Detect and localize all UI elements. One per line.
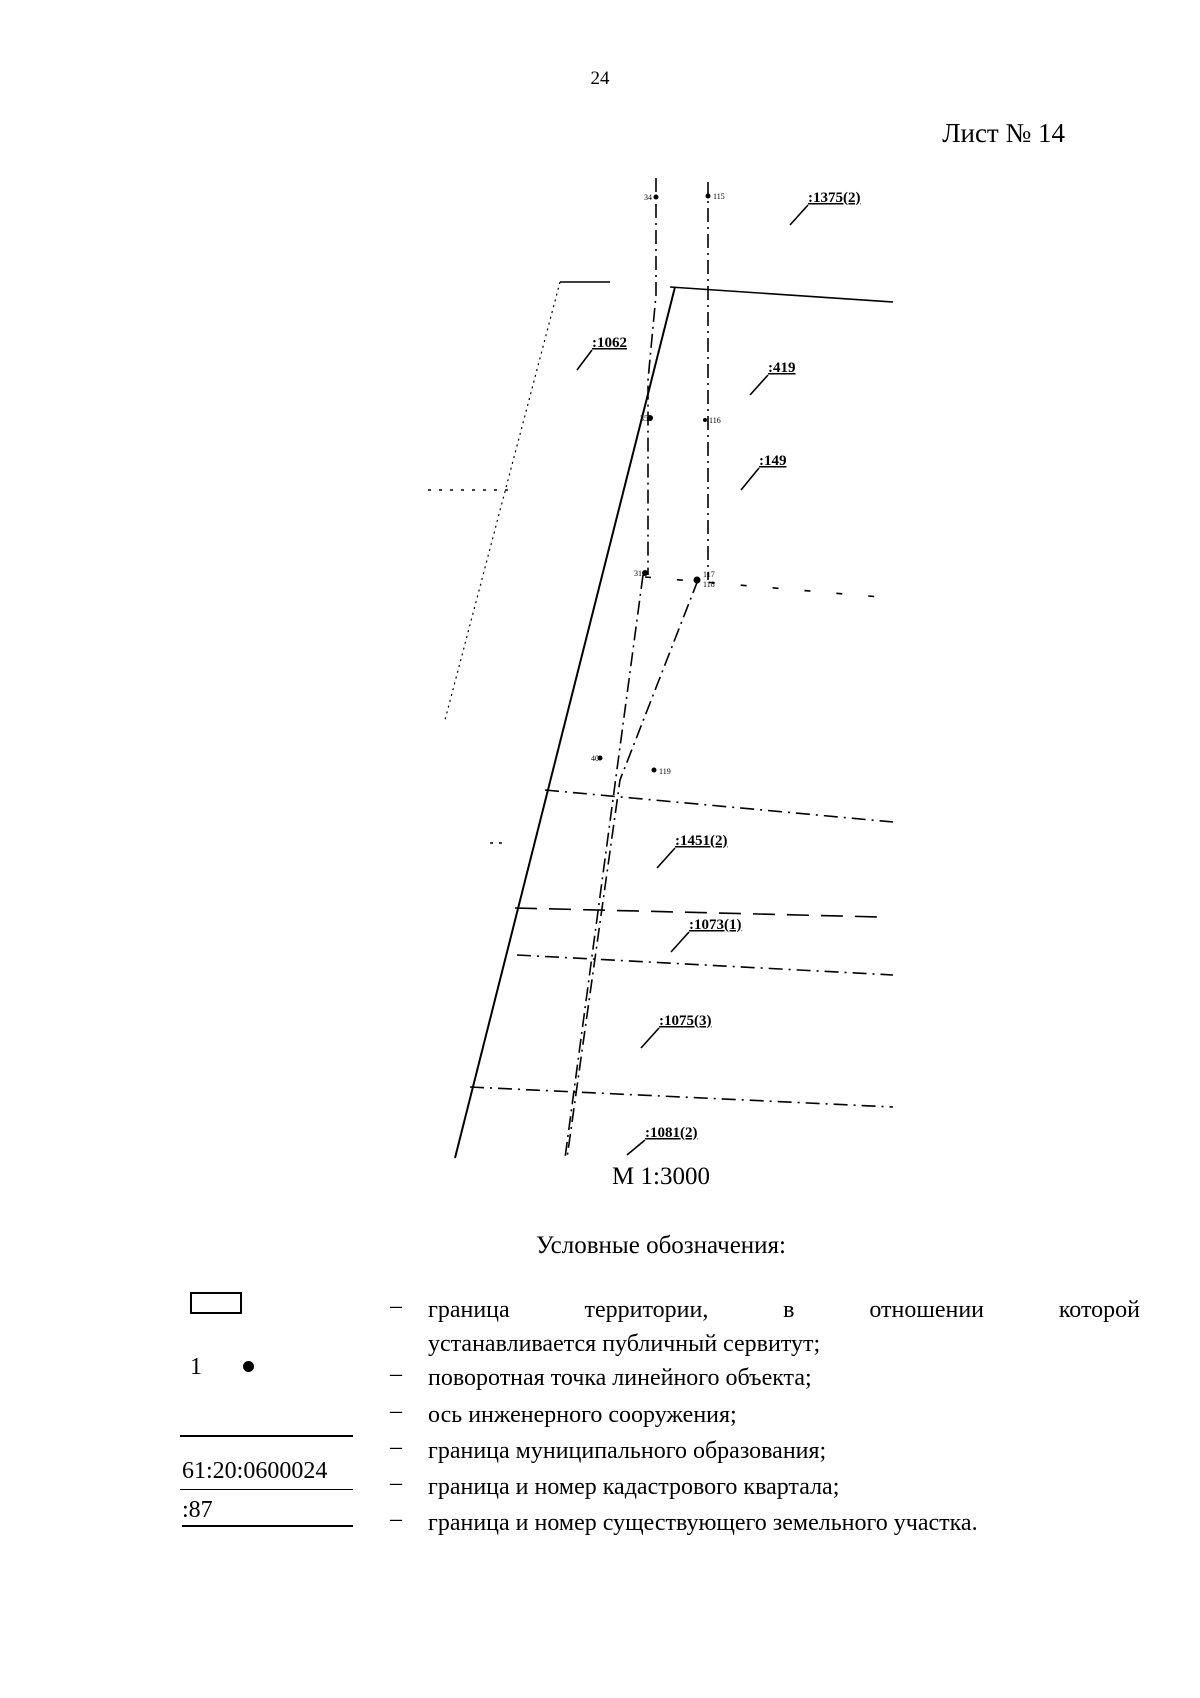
legend-point-number: 1 xyxy=(190,1354,202,1380)
legend-text-parcel: граница и номер существующего земельного… xyxy=(428,1510,978,1536)
quarter-line-2 xyxy=(544,789,894,823)
legend-dash: – xyxy=(390,1470,402,1496)
turn-point-31 xyxy=(642,570,648,576)
point-label: 119 xyxy=(659,767,671,776)
legend-text-territory-line1: граница территории, в отношении которой xyxy=(428,1297,1140,1323)
parcel-label: :419 xyxy=(768,360,796,376)
page-number: 24 xyxy=(590,68,610,89)
quarter-line-1 xyxy=(644,576,881,598)
point-label: 117 xyxy=(703,570,715,579)
parcel-label: :1081(2) xyxy=(645,1125,698,1141)
leader-419 xyxy=(749,374,769,396)
point-label: 40 xyxy=(591,754,599,763)
parcel-label: :1075(3) xyxy=(659,1013,712,1029)
point-label: 31 xyxy=(634,569,642,578)
legend-text-quarter: граница и номер кадастрового квартала; xyxy=(428,1474,840,1500)
legend-quarter-number: 61:20:0600024 xyxy=(182,1458,328,1484)
point-label: 35 xyxy=(640,414,648,423)
axis-line-4 xyxy=(566,579,699,1159)
leader-1062 xyxy=(576,349,593,371)
legend-text-municipal: граница муниципального образования; xyxy=(428,1438,827,1464)
axis-line-3 xyxy=(564,574,644,1159)
leader-1075 xyxy=(640,1027,660,1049)
quarter-line-4 xyxy=(516,954,894,976)
legend-text-territory-line2: устанавливается публичный сервитут; xyxy=(428,1331,821,1357)
turn-point-119 xyxy=(651,767,657,773)
cadastral-map: :1375(2) :1062 :419 :149 :1451(2) :1073(… xyxy=(428,178,894,1159)
leader-1073 xyxy=(670,931,690,953)
parcel-label: :149 xyxy=(759,453,787,469)
legend-text-turn-point: поворотная точка линейного объекта; xyxy=(428,1365,812,1391)
point-label: 34 xyxy=(644,193,652,202)
legend-quarter-boundary-symbol xyxy=(180,1489,353,1490)
leader-1081 xyxy=(626,1139,646,1156)
leader-149 xyxy=(740,467,760,491)
leader-1451 xyxy=(656,847,676,869)
boundary-top-solid xyxy=(669,286,894,303)
parcel-label: :1062 xyxy=(592,335,627,351)
map-scale: М 1:3000 xyxy=(612,1163,710,1190)
quarter-line-3 xyxy=(514,907,881,918)
point-label: 118 xyxy=(703,580,715,589)
quarter-line-5 xyxy=(469,1086,894,1108)
legend-title: Условные обозначения: xyxy=(535,1232,787,1259)
turn-point-40 xyxy=(597,755,603,761)
legend-territory-boundary-symbol xyxy=(190,1292,242,1314)
turn-point-34 xyxy=(653,194,659,200)
parcel-label: :1375(2) xyxy=(808,190,861,206)
turn-point-115 xyxy=(705,193,711,199)
turn-point-117 xyxy=(693,576,701,584)
legend-dash: – xyxy=(390,1506,402,1532)
sheet-label: Лист № 14 xyxy=(942,118,1065,148)
point-label: 115 xyxy=(713,192,725,201)
legend-parcel-number: :87 xyxy=(182,1495,353,1527)
legend-text-axis: ось инженерного сооружения; xyxy=(428,1402,737,1428)
axis-line-1 xyxy=(647,178,657,575)
legend-municipal-boundary-symbol xyxy=(180,1435,353,1437)
territory-boundary-left xyxy=(454,286,676,1159)
legend-dash: – xyxy=(390,1293,402,1319)
boundary-left-dotted xyxy=(444,281,561,721)
turn-point-35 xyxy=(647,415,653,421)
legend-dash: – xyxy=(390,1434,402,1460)
parcel-label: :1451(2) xyxy=(675,833,728,849)
legend-point-dot-icon xyxy=(243,1361,254,1372)
turn-point-116 xyxy=(703,418,707,422)
parcel-label: :1073(1) xyxy=(689,917,742,933)
leader-1375 xyxy=(789,204,809,226)
legend-dash: – xyxy=(390,1361,402,1387)
point-label: 116 xyxy=(709,416,721,425)
legend-dash: – xyxy=(390,1398,402,1424)
